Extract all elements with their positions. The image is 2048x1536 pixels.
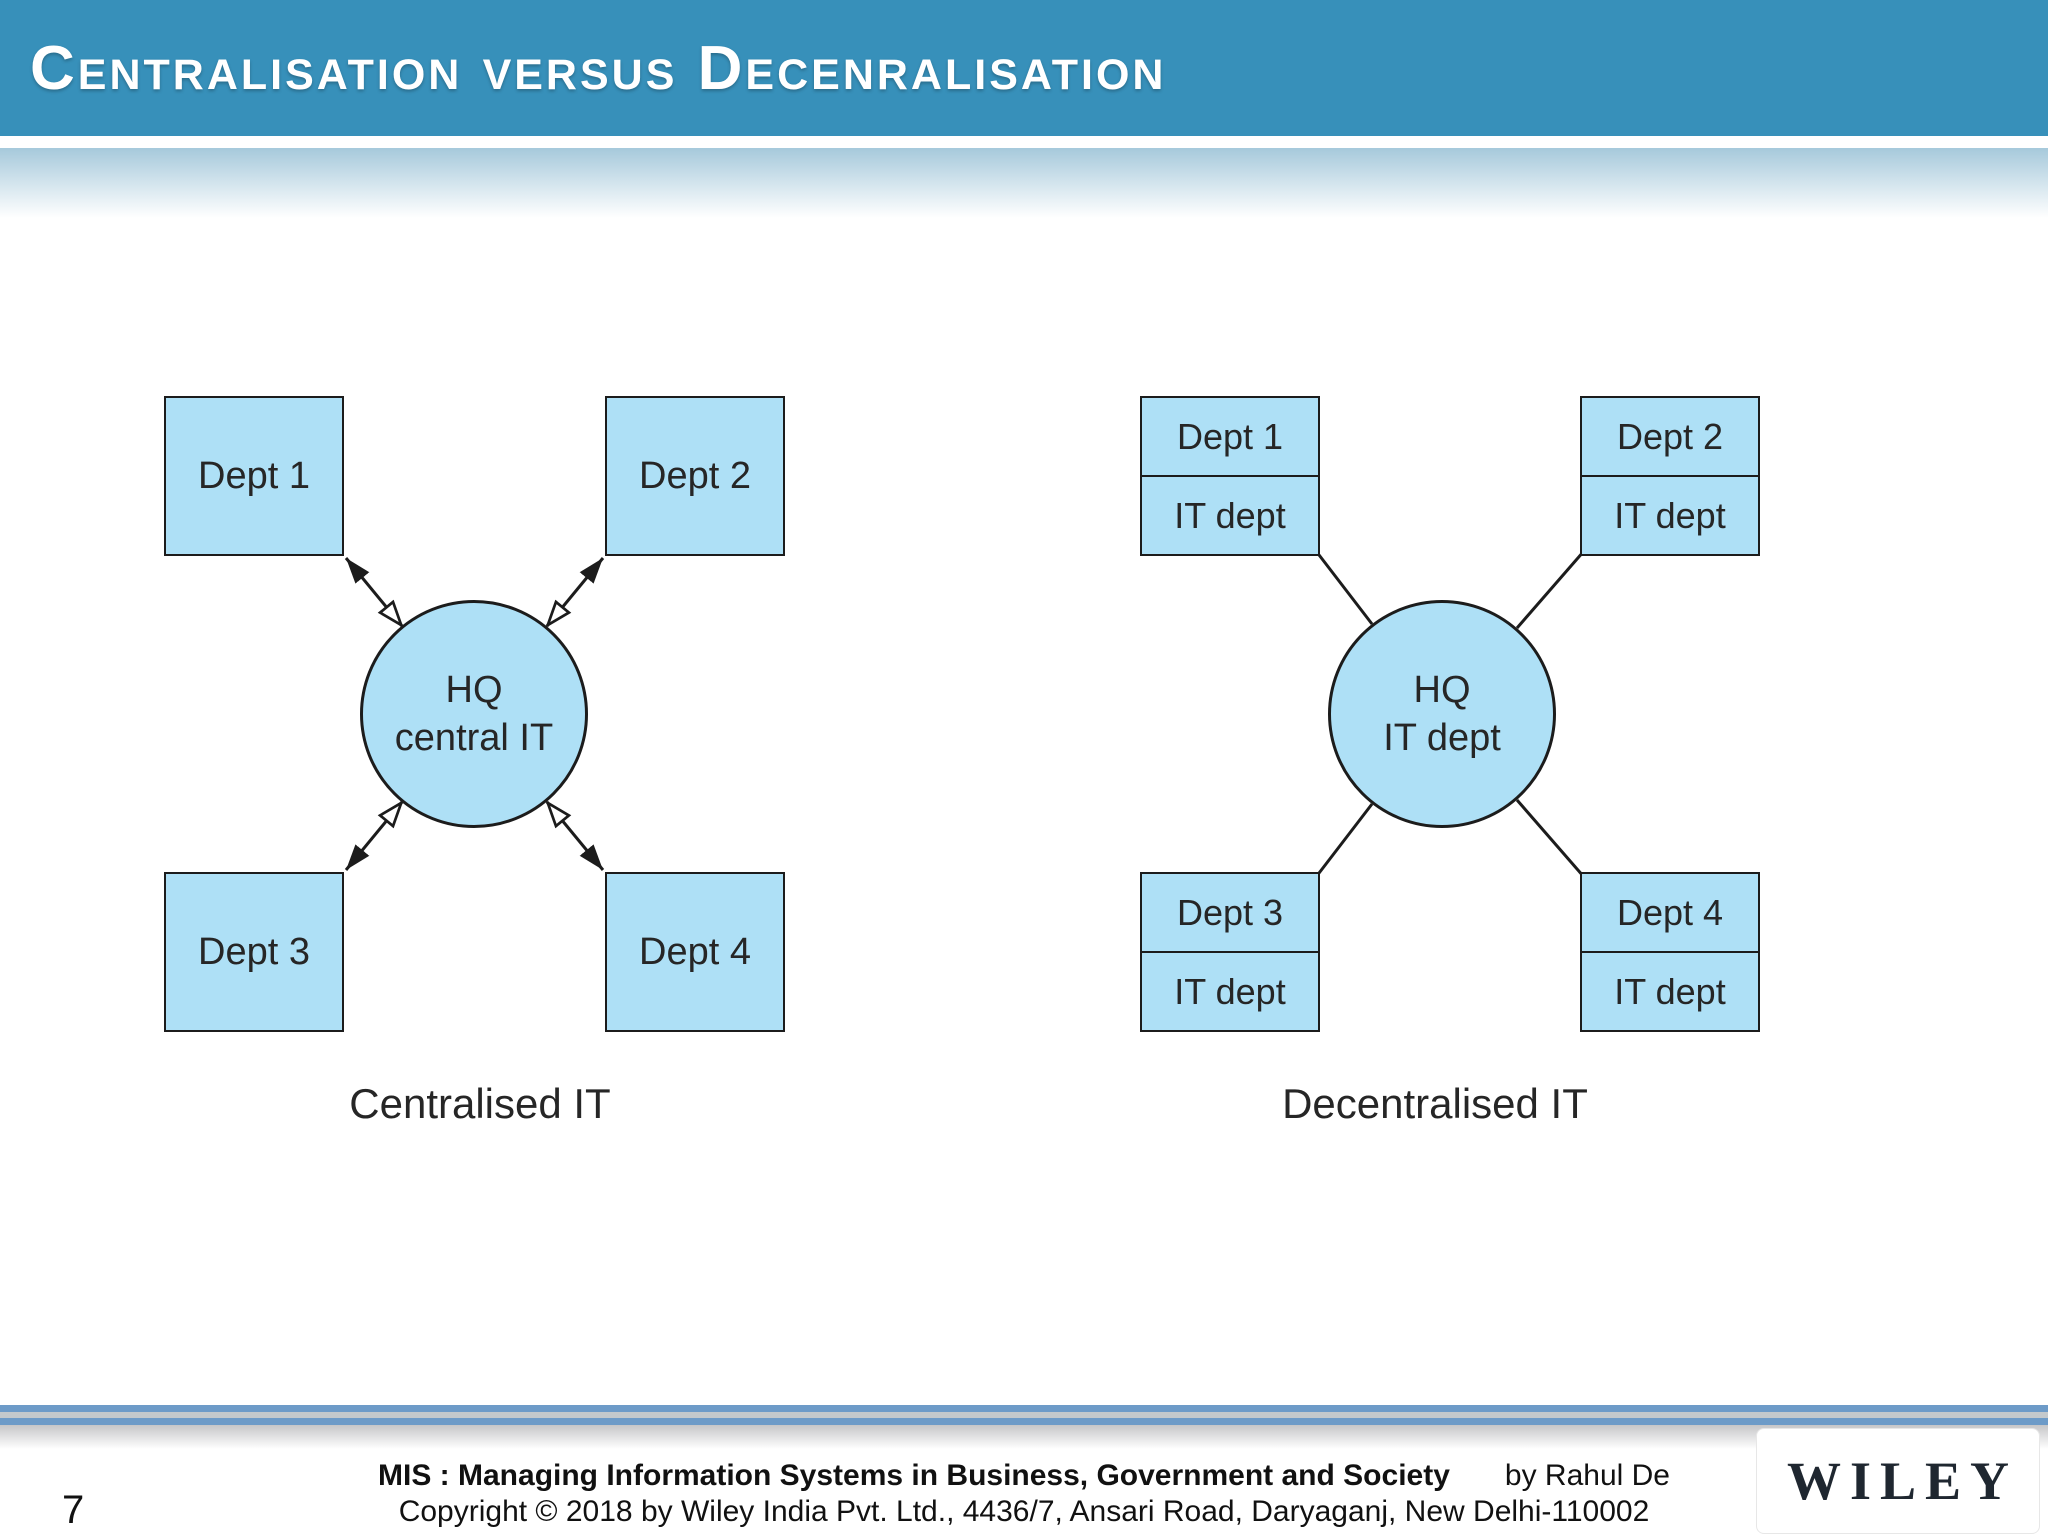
centralised-hq-line2: central IT	[394, 717, 554, 759]
decentralised-dept4-box: Dept 4 IT dept	[1580, 872, 1760, 1032]
dept-cell: Dept 1	[1176, 415, 1284, 457]
footer-stripe-gray	[0, 1412, 2048, 1418]
line-hq-dept4	[1515, 799, 1586, 878]
centralised-caption: Centralised IT	[349, 1080, 611, 1127]
page-number: 7	[62, 1488, 85, 1532]
it-dept-cell: IT dept	[1582, 475, 1758, 554]
dept-cell: Dept 4	[1616, 891, 1724, 933]
book-author: by Rahul De	[1504, 1459, 1670, 1492]
centralised-dept2-box: Dept 2	[605, 396, 785, 556]
centralised-connectors	[344, 557, 605, 871]
it-dept-cell: IT dept	[1582, 951, 1758, 1030]
footer-copyright: Copyright © 2018 by Wiley India Pvt. Ltd…	[398, 1495, 1650, 1528]
decentralised-caption: Decentralised IT	[1282, 1080, 1588, 1127]
footer-line1: MIS : Managing Information Systems in Bu…	[0, 1458, 2048, 1494]
centralised-dept4-box: Dept 4	[605, 872, 785, 1032]
decentralised-hq-line1: HQ	[1413, 669, 1471, 711]
header-gradient	[0, 148, 2048, 218]
it-dept-cell: IT dept	[1142, 475, 1318, 554]
publisher-logo-panel: WILEY	[1756, 1428, 2040, 1534]
decentralised-dept2-box: Dept 2 IT dept	[1580, 396, 1760, 556]
it-dept-cell: IT dept	[1142, 951, 1318, 1030]
dept-cell: Dept 2	[1616, 415, 1724, 457]
header-divider	[0, 136, 2048, 148]
book-title: MIS : Managing Information Systems in Bu…	[378, 1459, 1450, 1492]
wiley-logo: WILEY	[1786, 1451, 2019, 1511]
decentralised-dept1-box: Dept 1 IT dept	[1140, 396, 1320, 556]
footer-stripe-shadow	[0, 1425, 2048, 1449]
footer-stripe-blue-top	[0, 1405, 2048, 1412]
decentralised-connectors	[1314, 550, 1586, 878]
connector-hq-dept3	[344, 802, 402, 871]
page-title: Centralisation versus Decenralisation	[30, 33, 1167, 103]
decentralised-hq-circle: HQ IT dept	[1328, 600, 1556, 828]
footer-stripe-blue-bottom	[0, 1418, 2048, 1425]
footer-credits: MIS : Managing Information Systems in Bu…	[0, 1458, 2048, 1530]
dept-cell: Dept 3	[1176, 891, 1284, 933]
connector-hq-dept2	[547, 557, 605, 626]
centralised-dept1-box: Dept 1	[164, 396, 344, 556]
connector-hq-dept4	[547, 802, 605, 871]
line-hq-dept1	[1314, 550, 1374, 625]
decentralised-dept3-box: Dept 3 IT dept	[1140, 872, 1320, 1032]
centralised-hq-circle: HQ central IT	[360, 600, 588, 828]
connector-hq-dept1	[344, 557, 402, 626]
line-hq-dept2	[1515, 550, 1586, 629]
centralised-dept3-box: Dept 3	[164, 872, 344, 1032]
header-bar: Centralisation versus Decenralisation	[0, 0, 2048, 136]
decentralised-hq-line2: IT dept	[1383, 717, 1501, 759]
line-hq-dept3	[1314, 803, 1374, 878]
centralised-hq-line1: HQ	[445, 669, 503, 711]
